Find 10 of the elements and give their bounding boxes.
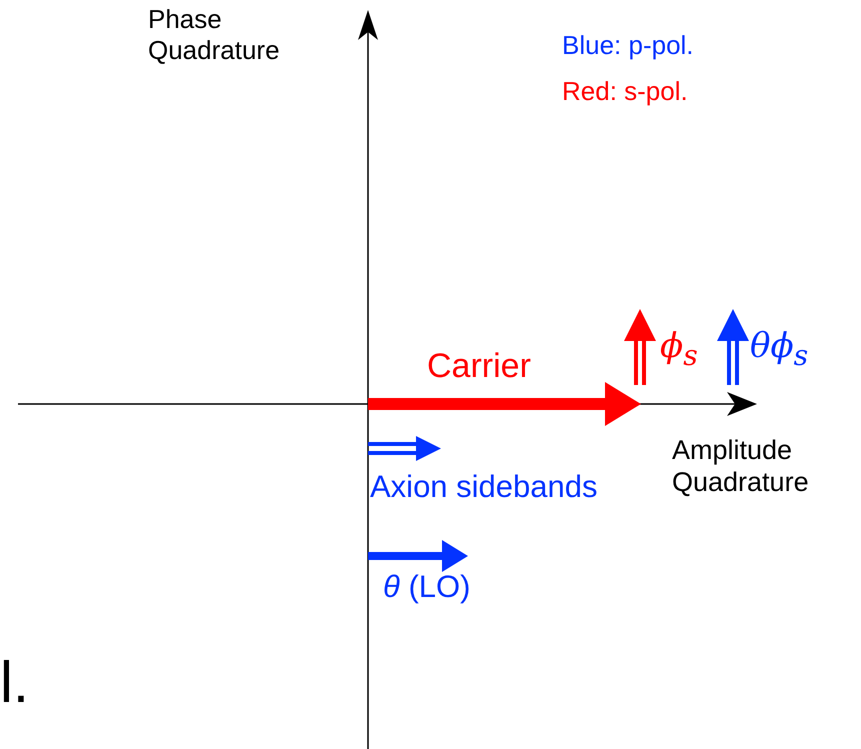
axis-label: Amplitude Quadrature (672, 434, 810, 499)
legend-note: Red: s-pol. (562, 76, 688, 108)
phasor-label: θ (LO) (383, 568, 470, 606)
phasor-label: Carrier (427, 346, 531, 387)
phasor-label: θϕ$_{s}$ (750, 326, 808, 373)
axis-label: Phase Quadrature (148, 4, 281, 66)
fragment-text: l. (0, 649, 29, 717)
phasor-label: ϕ$_{s}$ (660, 326, 698, 373)
legend-note: Blue: p-pol. (562, 30, 694, 62)
phasor-label: Axion sidebands (370, 468, 598, 506)
